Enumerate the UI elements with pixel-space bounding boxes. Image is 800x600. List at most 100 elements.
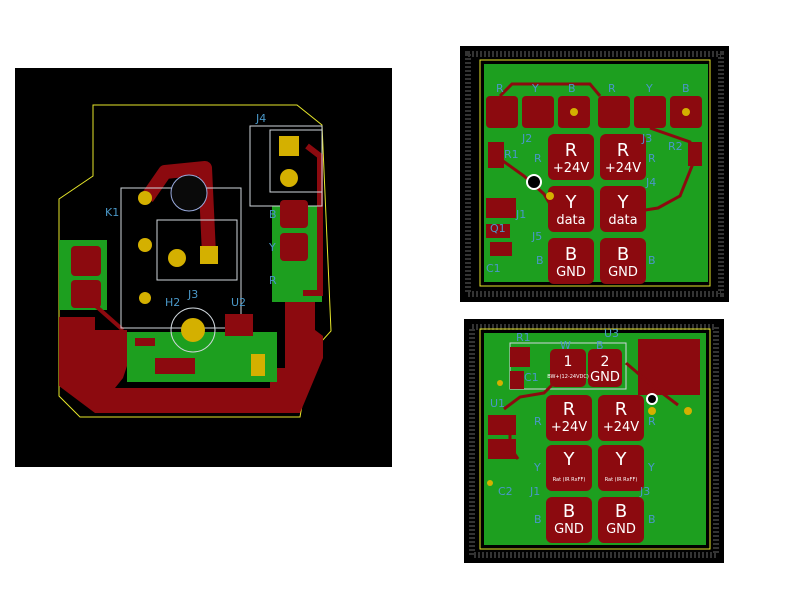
board-c-via-2 (648, 407, 656, 415)
board-c-top-pad1 (550, 349, 586, 387)
board-b-q1 (486, 198, 516, 218)
b-pad3-sub: data (556, 213, 585, 228)
c-label-y-left: Y (533, 461, 541, 474)
k1-pin2 (138, 238, 152, 252)
j4-pin2 (280, 169, 298, 187)
board-a-pad-left2 (71, 280, 101, 308)
board-c-u1 (488, 415, 516, 435)
board-c-c1 (510, 371, 524, 389)
board-b-trace-2 (619, 126, 698, 216)
b-top-label-4: R (608, 82, 616, 95)
b-top-label-3: B (568, 82, 576, 95)
board-b-top-pads (486, 96, 702, 128)
pcb-board-c-svg: 1 BW+(12-24VDC) 2 GND R +24V R +24V Y Ra… (469, 324, 719, 558)
board-a-smd-2 (155, 358, 195, 374)
b-ref-q1: Q1 (490, 222, 506, 235)
h2-hole (170, 307, 216, 353)
c-top-pad1-num: 1 (564, 354, 573, 370)
board-b-trace-1 (498, 82, 602, 98)
u2-body (225, 314, 253, 336)
b-ref-c1: C1 (486, 262, 501, 275)
b-pad3-letter: Y (565, 192, 578, 213)
pcb-board-b: R +24V R +24V Y data Y data B GND B GND … (460, 46, 729, 302)
board-c-via-4 (497, 380, 503, 386)
board-a-trace-j4 (303, 143, 323, 296)
c-pad3-letter: Y (563, 449, 576, 470)
c-label-b: B (596, 339, 604, 352)
c-ref-c1: C1 (524, 371, 539, 384)
label-y: Y (268, 241, 276, 254)
c-top-pad2-num: 2 (601, 354, 610, 370)
c-pad4-letter: Y (615, 449, 628, 470)
j4-box (269, 129, 323, 193)
b-label-r-left: R (534, 152, 542, 165)
board-c-trace-2 (503, 379, 558, 411)
pcb-board-c: 1 BW+(12-24VDC) 2 GND R +24V R +24V Y Ra… (464, 319, 724, 563)
c-pad2-sub: +24V (603, 420, 639, 435)
b-label-r-right: R (648, 152, 656, 165)
c-pad1-sub: +24V (551, 420, 587, 435)
b-pad2-letter: R (617, 140, 630, 161)
board-c-trace-1 (625, 361, 679, 407)
b-pad1-letter: R (565, 140, 578, 161)
board-a-trace-k1 (141, 161, 216, 255)
pcb-board-a: K1 J4 H2 J3 U2 B Y R (15, 68, 392, 467)
c-ref-j1: J1 (529, 485, 540, 498)
c-ref-u3: U3 (604, 327, 619, 340)
board-b-hatch-frame (465, 51, 724, 297)
board-c-pad-grid (546, 395, 644, 543)
c-ref-u1: U1 (490, 397, 505, 410)
b-pad4-sub: data (608, 213, 637, 228)
board-b-outline (479, 59, 711, 287)
b-pad5-sub: GND (556, 265, 586, 280)
c-pad2-letter: R (615, 399, 628, 420)
ref-j4: J4 (255, 112, 266, 125)
b-ref-j5: J5 (531, 230, 542, 243)
c-pad1-letter: R (563, 399, 576, 420)
board-c-via-1 (646, 393, 658, 405)
board-b-r1 (488, 142, 504, 168)
ref-u2: U2 (231, 296, 246, 309)
c-label-y-right: Y (647, 461, 655, 474)
h2-pad (181, 318, 205, 342)
b-top-label-6: B (682, 82, 690, 95)
c-ref-j3: J3 (639, 485, 650, 498)
c-label-b-right: B (648, 513, 656, 526)
c-label-w: W (560, 339, 571, 352)
b-pad5-letter: B (565, 244, 577, 265)
b-top-label-5: Y (645, 82, 653, 95)
ref-h2: H2 (165, 296, 180, 309)
b-ref-j1: J1 (515, 208, 526, 221)
board-b-pad-grid (548, 134, 646, 284)
board-a-pad-y (280, 233, 308, 261)
board-b-j1 (486, 224, 510, 238)
board-c-hatch-frame (469, 324, 719, 558)
k1-pin4 (200, 246, 218, 264)
j3-outline (156, 219, 238, 281)
board-a-smd-1 (135, 338, 155, 346)
board-c-top-pad2 (588, 349, 622, 387)
board-a-pad-left1 (71, 246, 101, 276)
b-pad6-letter: B (617, 244, 629, 265)
board-b-via (526, 174, 542, 190)
b-ref-r2: R2 (668, 140, 683, 153)
c-top-pad2-sub: GND (590, 370, 620, 385)
b-ref-j4: J4 (645, 176, 656, 189)
board-c-outline (479, 328, 711, 550)
board-c-r1 (510, 347, 530, 367)
b-pad1-sub: +24V (553, 161, 589, 176)
b-pad4-letter: Y (617, 192, 630, 213)
b-pad2-sub: +24V (605, 161, 641, 176)
c-top-pad1-sub: BW+(12-24VDC) (547, 374, 589, 380)
board-b-r2 (688, 142, 702, 166)
k1-pin5 (139, 292, 151, 304)
board-a-pad-b (280, 200, 308, 228)
pcb-board-b-svg: R +24V R +24V Y data Y data B GND B GND … (465, 51, 724, 297)
c-pad5-sub: GND (554, 522, 584, 537)
b-ref-j3: J3 (641, 132, 652, 145)
b-top-label-2: Y (531, 82, 539, 95)
c-ref-r1: R1 (516, 331, 531, 344)
c-pad6-sub: GND (606, 522, 636, 537)
label-b: B (269, 208, 277, 221)
j4-pin1 (279, 136, 299, 156)
